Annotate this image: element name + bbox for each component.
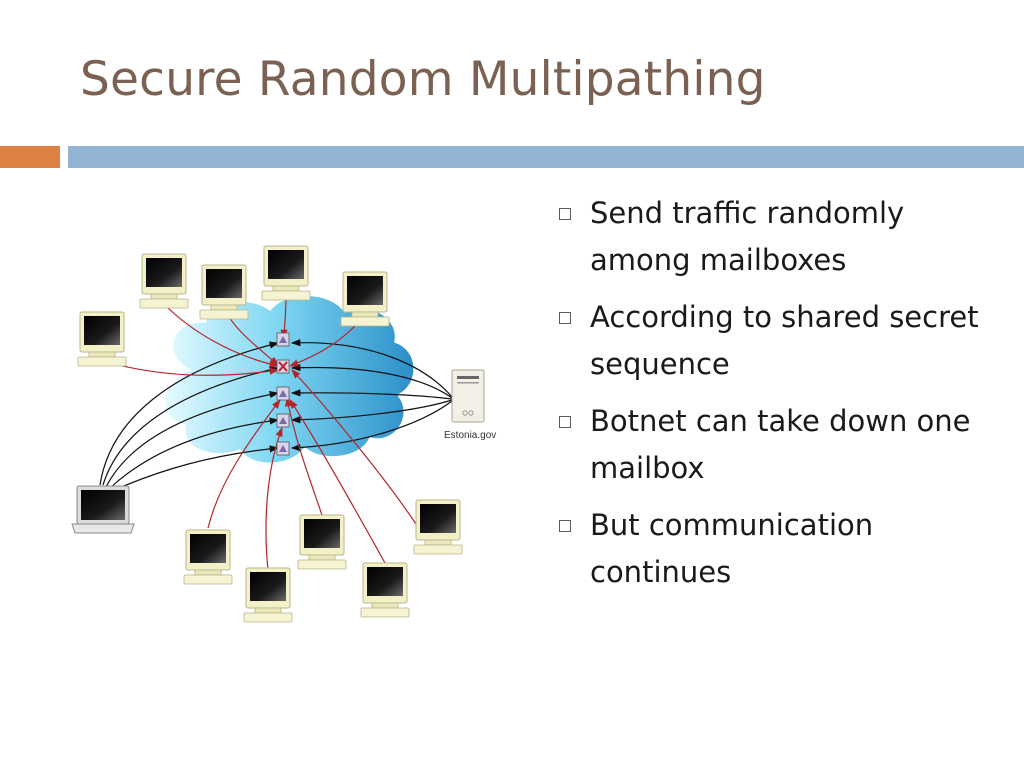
mailbox-icon xyxy=(276,413,290,428)
accent-bar-blue xyxy=(68,146,1024,168)
desktop-computer-icon xyxy=(413,499,463,555)
server-icon xyxy=(451,369,485,423)
desktop-computer-icon xyxy=(360,562,410,618)
multipath-diagram: Estonia.gov xyxy=(60,235,510,635)
bullet-item: Botnet can take down one mailbox xyxy=(555,398,995,492)
desktop-computer-icon xyxy=(183,529,233,585)
slide-title: Secure Random Multipathing xyxy=(80,52,766,107)
bullet-square-icon xyxy=(559,208,571,220)
mailbox-icon-compromised xyxy=(276,359,290,374)
bullet-square-icon xyxy=(559,312,571,324)
desktop-computer-icon xyxy=(199,264,249,320)
server-links xyxy=(290,339,453,452)
bullet-list: Send traffic randomly among mailboxes Ac… xyxy=(555,190,995,606)
desktop-computer-icon xyxy=(297,514,347,570)
mailboxes xyxy=(276,332,290,456)
mailbox-icon xyxy=(276,332,290,347)
desktop-computer-icon xyxy=(139,253,189,309)
bullet-square-icon xyxy=(559,416,571,428)
bullet-item: According to shared secret sequence xyxy=(555,294,995,388)
desktop-computer-icon xyxy=(340,271,390,327)
bullet-text: According to shared secret sequence xyxy=(590,300,979,381)
bullet-square-icon xyxy=(559,520,571,532)
laptop-icon xyxy=(71,485,135,534)
desktop-computer-icon xyxy=(243,567,293,623)
desktop-computer-icon xyxy=(77,311,127,367)
bullet-item: Send traffic randomly among mailboxes xyxy=(555,190,995,284)
desktop-computer-icon xyxy=(261,245,311,301)
accent-bar-orange xyxy=(0,146,60,168)
bullet-text: Send traffic randomly among mailboxes xyxy=(590,196,905,277)
network-diagram-svg: Estonia.gov xyxy=(71,245,496,623)
bullet-item: But communication continues xyxy=(555,502,995,596)
mailbox-icon xyxy=(276,386,290,401)
bullet-text: But communication continues xyxy=(590,508,874,589)
bullet-text: Botnet can take down one mailbox xyxy=(590,404,971,485)
mailbox-icon xyxy=(276,441,290,456)
server-label: Estonia.gov xyxy=(444,430,496,441)
